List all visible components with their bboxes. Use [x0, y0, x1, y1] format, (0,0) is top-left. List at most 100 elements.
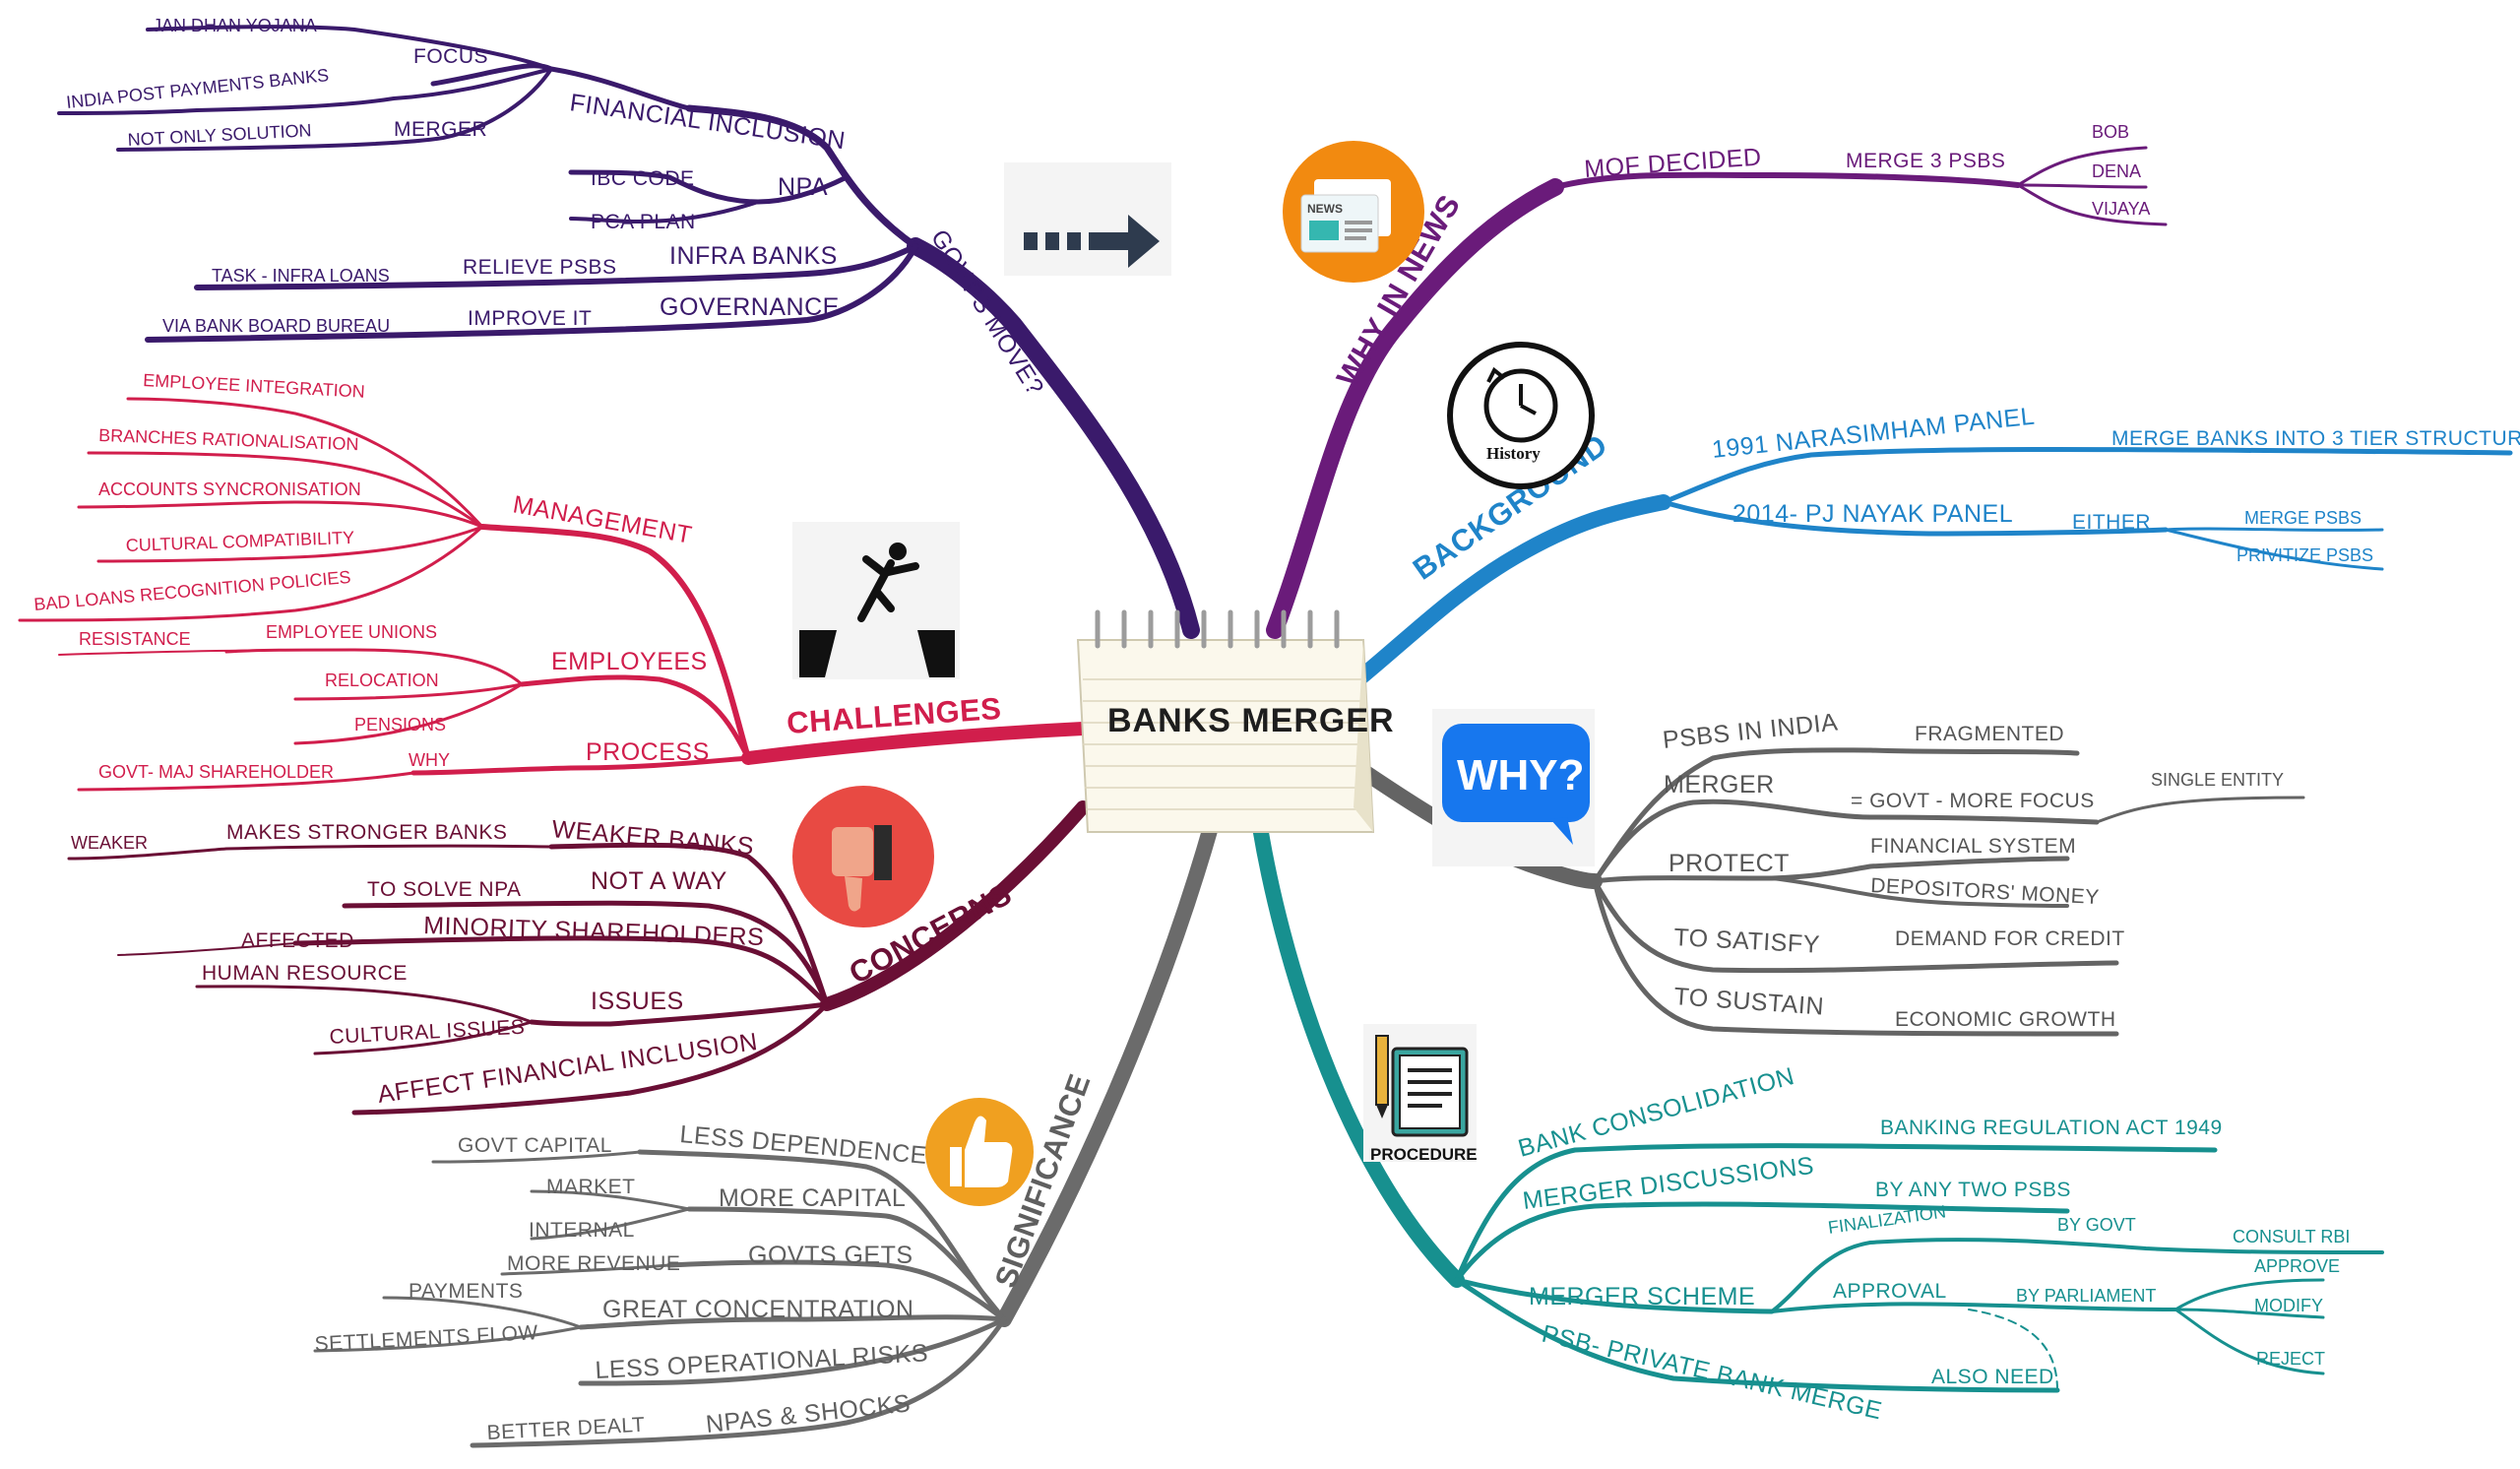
- govt-capital-label: GOVT CAPITAL: [458, 1134, 612, 1157]
- branch-why: [1592, 747, 2305, 1037]
- jan-dhan-label: JAN DHAN YOJANA: [153, 16, 317, 35]
- notepad-lines: [1083, 678, 1370, 810]
- branch-background: [1661, 446, 2513, 571]
- newspaper-icon: NEWS: [1283, 141, 1424, 283]
- more-revenue-label: MORE REVENUE: [507, 1252, 680, 1275]
- makes-stronger-banks-label: MAKES STRONGER BANKS: [226, 821, 507, 844]
- approve-label: APPROVE: [2254, 1256, 2340, 1276]
- dena-label: DENA: [2092, 161, 2141, 181]
- bank-board-bureau-label: VIA BANK BOARD BUREAU: [162, 316, 390, 336]
- gap-jump-icon: [792, 522, 960, 679]
- weaker-label: WEAKER: [71, 833, 148, 853]
- task-infra-loans-label: TASK - INFRA LOANS: [212, 266, 390, 286]
- merger-scheme-label: MERGER SCHEME: [1529, 1283, 1755, 1310]
- consult-rbi-label: CONSULT RBI: [2233, 1227, 2350, 1246]
- govt-maj-shareholder-label: GOVT- MAJ SHAREHOLDER: [98, 762, 334, 782]
- branch-challenges: [18, 397, 751, 792]
- procedure-clipboard-icon: PROCEDURE: [1363, 1024, 1478, 1164]
- govt-move-labels: GOVT'S MOVE? FINANCIAL INCLUSION FOCUS J…: [65, 16, 1048, 401]
- main-trunks: [741, 178, 1671, 1327]
- why-label: WHY: [409, 750, 450, 770]
- branch-significance: [313, 1149, 1007, 1448]
- npa-label: NPA: [778, 173, 828, 201]
- reject-label: REJECT: [2256, 1349, 2325, 1369]
- center-notepad: BANKS MERGER: [1076, 609, 1395, 833]
- trunk-govt-move: [907, 237, 1200, 639]
- trunk-challenges: [741, 722, 1090, 765]
- human-resource-label: HUMAN RESOURCE: [202, 962, 408, 985]
- trunk-concerns: [820, 800, 1090, 1011]
- relocation-label: RELOCATION: [325, 671, 439, 690]
- affected-label: AFFECTED: [241, 929, 354, 952]
- payments-label: PAYMENTS: [409, 1280, 523, 1303]
- to-satisfy-label: TO SATISFY: [1673, 924, 1821, 959]
- merge-psbs-label: MERGE PSBS: [2244, 508, 2362, 528]
- center-title: BANKS MERGER: [1107, 702, 1395, 739]
- process-label: PROCESS: [586, 738, 710, 766]
- demand-for-credit-label: DEMAND FOR CREDIT: [1895, 927, 2125, 950]
- weaker-banks-label: WEAKER BANKS: [550, 815, 755, 861]
- great-concentration-label: GREAT CONCENTRATION: [602, 1296, 914, 1323]
- employee-integration-label: EMPLOYEE INTEGRATION: [143, 370, 365, 402]
- fragmented-label: FRAGMENTED: [1915, 723, 2064, 745]
- news-icon-text: NEWS: [1307, 202, 1343, 216]
- notepad-rings: [1095, 609, 1340, 649]
- relieve-psbs-label: RELIEVE PSBS: [463, 256, 617, 279]
- branches-rationalisation-label: BRANCHES RATIONALISATION: [98, 425, 359, 454]
- thumbs-down-icon: [792, 786, 934, 927]
- management-label: MANAGEMENT: [511, 490, 694, 549]
- minority-shareholders-label: MINORITY SHAREHOLDERS: [423, 912, 765, 951]
- history-clock-icon: History: [1447, 342, 1595, 489]
- approval-label: APPROVAL: [1833, 1280, 1947, 1303]
- accounts-syncronisation-label: ACCOUNTS SYNCRONISATION: [98, 479, 361, 499]
- pj-nayak-panel-label: 2014- PJ NAYAK PANEL: [1732, 500, 2013, 528]
- to-solve-npa-label: TO SOLVE NPA: [367, 878, 522, 901]
- merger-label: MERGER: [394, 118, 487, 141]
- by-parliament-label: BY PARLIAMENT: [2016, 1286, 2156, 1306]
- improve-it-label: IMPROVE IT: [468, 307, 592, 330]
- merger-why-label: MERGER: [1664, 771, 1775, 798]
- internal-label: INTERNAL: [529, 1219, 635, 1242]
- protect-label: PROTECT: [1669, 850, 1790, 877]
- trunk-significance: [996, 819, 1219, 1327]
- govts-gets-label: GOVTS GETS: [748, 1242, 914, 1269]
- focus-label: FOCUS: [413, 45, 488, 68]
- branch-why-in-news: [1552, 146, 2168, 226]
- trunk-why-in-news: [1266, 178, 1564, 639]
- merge-3-psbs-label: MERGE 3 PSBS: [1846, 150, 2005, 172]
- single-entity-label: SINGLE ENTITY: [2151, 770, 2284, 790]
- governance-label: GOVERNANCE: [660, 293, 840, 321]
- also-need-label: ALSO NEED: [1931, 1366, 2054, 1388]
- infra-banks-label: INFRA BANKS: [669, 242, 838, 270]
- financial-inclusion-label: FINANCIAL INCLUSION: [568, 89, 847, 155]
- settlements-flow-label: SETTLEMENTS FLOW: [314, 1321, 538, 1356]
- either-label: EITHER: [2072, 511, 2151, 534]
- why-icon-text: WHY?: [1457, 751, 1585, 799]
- modify-label: MODIFY: [2254, 1296, 2323, 1315]
- three-tier-label: MERGE BANKS INTO 3 TIER STRUCTURE: [2111, 427, 2520, 450]
- private-bank-merge-label: PSB- PRIVATE BANK MERGE: [1540, 1320, 1885, 1426]
- govt-focus-label: = GOVT - MORE FOCUS: [1851, 790, 2095, 812]
- by-govt-label: BY GOVT: [2057, 1215, 2136, 1235]
- branch-procedure: [1454, 1143, 2384, 1393]
- banking-regulation-act-label: BANKING REGULATION ACT 1949: [1880, 1117, 2223, 1139]
- bob-label: BOB: [2092, 122, 2129, 142]
- trunk-background: [1351, 494, 1671, 687]
- employee-unions-label: EMPLOYEE UNIONS: [266, 622, 437, 642]
- trunk-procedure: [1252, 819, 1465, 1288]
- psbs-in-india-label: PSBS IN INDIA: [1662, 708, 1840, 754]
- economic-growth-label: ECONOMIC GROWTH: [1895, 1008, 2115, 1031]
- resistance-label: RESISTANCE: [79, 629, 191, 649]
- right-arrow-icon: [1004, 162, 1171, 276]
- bad-loans-label: BAD LOANS RECOGNITION POLICIES: [33, 567, 352, 614]
- narasimham-panel-label: 1991 NARASIMHAM PANEL: [1711, 403, 2037, 464]
- by-any-two-psbs-label: BY ANY TWO PSBS: [1875, 1179, 2071, 1201]
- issues-label: ISSUES: [591, 988, 684, 1015]
- cultural-compatibility-label: CULTURAL COMPATIBILITY: [125, 528, 354, 555]
- pca-plan-label: PCA PLAN: [591, 211, 696, 233]
- procedure-icon-text: PROCEDURE: [1370, 1145, 1478, 1164]
- vijaya-label: VIJAYA: [2092, 199, 2150, 219]
- why-bubble-icon: WHY?: [1432, 709, 1595, 866]
- employees-label: EMPLOYEES: [551, 648, 708, 675]
